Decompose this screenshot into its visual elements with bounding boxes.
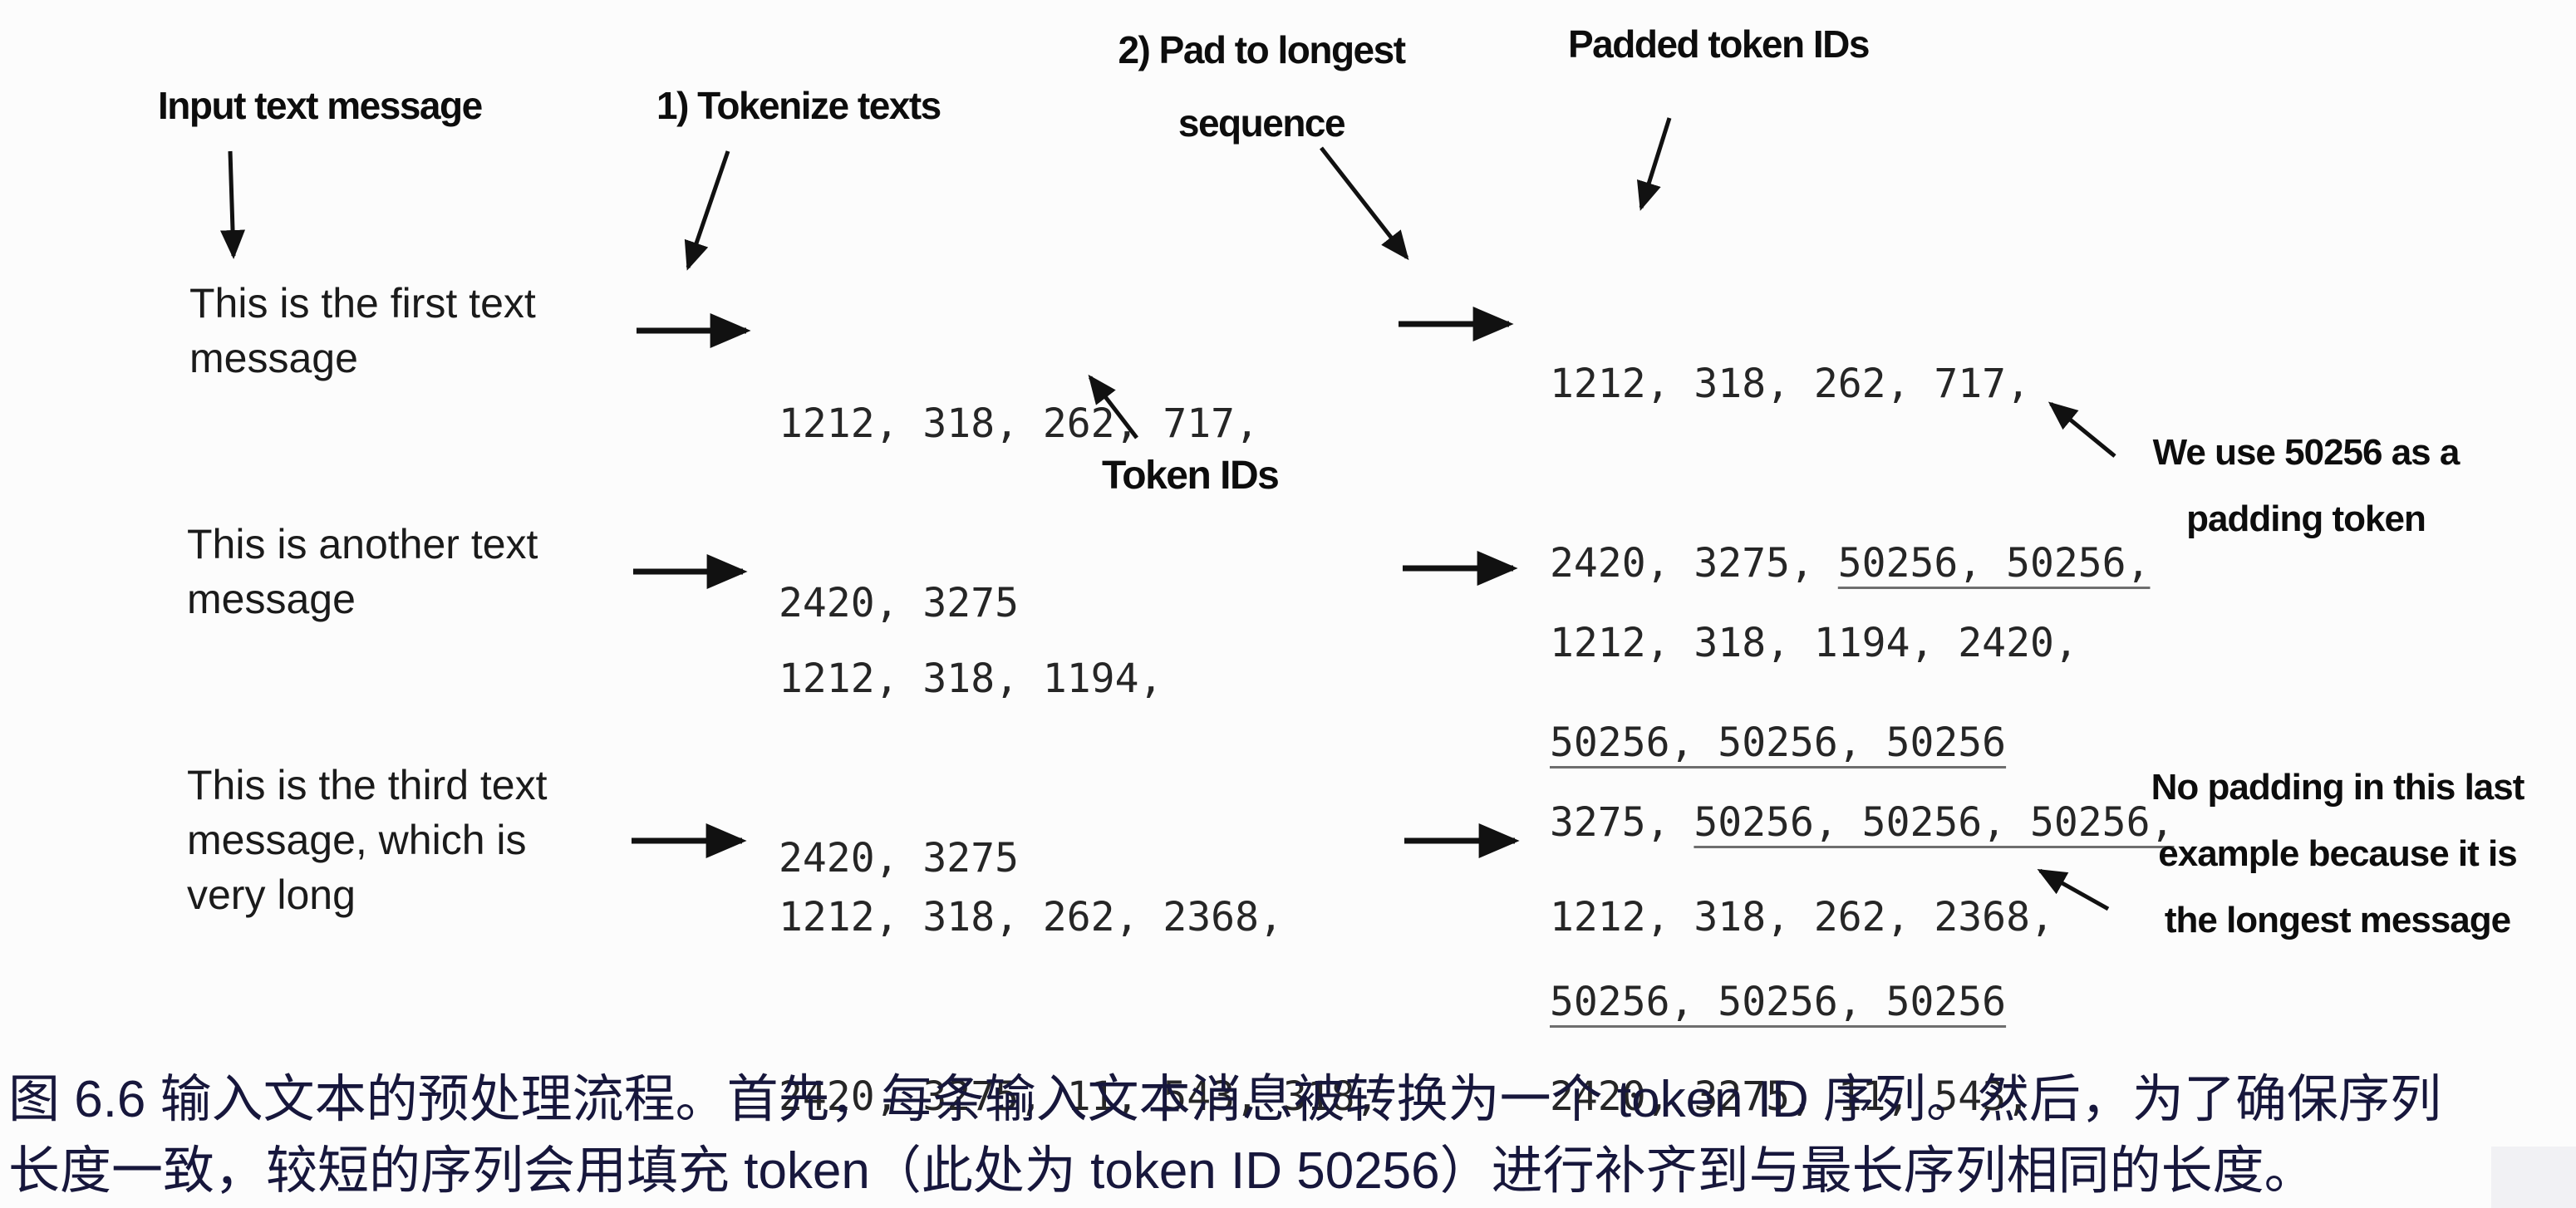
input-message-3-line1: This is the third text: [187, 762, 548, 808]
label-input-text-message: Input text message: [158, 84, 483, 127]
padded-3-l1-pre: 1212, 318, 262, 2368,: [1550, 894, 2054, 940]
input-message-2-line2: message: [187, 576, 356, 622]
padded-token-ids-2: 1212, 318, 1194, 2420, 3275, 50256, 5025…: [1550, 494, 2174, 1152]
token-ids-3-line2: 2420, 3275, 11, 543, 318,: [779, 1073, 1379, 1120]
token-ids-1: 1212, 318, 262, 717, 2420, 3275: [779, 274, 1259, 753]
note-no-padding-line3: the longest message: [2164, 900, 2511, 940]
corner-artifact: [2491, 1147, 2576, 1208]
token-ids-3: 1212, 318, 262, 2368, 2420, 3275, 11, 54…: [779, 768, 1379, 1208]
padded-token-ids-2-line2: 3275, 50256, 50256, 50256,: [1550, 793, 2174, 852]
note-padding-token-line1: We use 50256 as a: [2152, 432, 2460, 473]
input-message-3-line3: very long: [187, 872, 356, 918]
padded-token-ids-3-line2: 2420, 3275, 11, 543,: [1550, 1067, 2054, 1127]
label-padded-token-ids: Padded token IDs: [1568, 22, 1870, 66]
note-no-padding: No padding in this last example because …: [2126, 754, 2549, 954]
label-tokenize-texts: 1) Tokenize texts: [656, 84, 941, 127]
figure-caption-line1: 图 6.6 输入文本的预处理流程。首先，每条输入文本消息被转换为一个 token…: [8, 1071, 2441, 1128]
input-message-1-line1: This is the first text: [189, 280, 536, 327]
note-no-padding-line2: example because it is: [2158, 833, 2517, 874]
padded-2-l2-pre: 3275,: [1550, 799, 1694, 846]
note-padding-token: We use 50256 as a padding token: [2131, 420, 2480, 552]
token-ids-2-line2: 2420, 3275: [779, 835, 1019, 881]
token-ids-2: 1212, 318, 1194, 2420, 3275: [779, 529, 1163, 1008]
input-message-2-line1: This is another text: [187, 521, 538, 567]
note-no-padding-line1: No padding in this last: [2151, 767, 2525, 808]
figure-caption-line2: 长度一致，较短的序列会用填充 token（此处为 token ID 50256）…: [8, 1142, 2316, 1200]
input-message-3: This is the third text message, which is…: [187, 758, 548, 922]
padded-1-l2-pre: 2420, 3275,: [1550, 540, 1838, 587]
padded-token-ids-3-line1: 1212, 318, 262, 2368,: [1550, 887, 2054, 947]
padded-2-l2-pad: 50256, 50256, 50256,: [1694, 799, 2175, 846]
input-message-1-line2: message: [189, 335, 358, 381]
padded-2-l1-pre: 1212, 318, 1194, 2420,: [1550, 620, 2078, 666]
arrow-tokenize-label: [684, 150, 730, 271]
padded-3-l2-pre: 2420, 3275, 11, 543,: [1550, 1073, 2030, 1120]
padded-1-l3-pad: 50256, 50256, 50256: [1550, 719, 2007, 766]
input-message-3-line2: message, which is: [187, 817, 527, 863]
label-pad-to-longest: 2) Pad to longest sequence: [1095, 13, 1428, 160]
input-message-1: This is the first text message: [189, 276, 536, 385]
padded-token-ids-3: 1212, 318, 262, 2368, 2420, 3275, 11, 54…: [1550, 768, 2054, 1208]
token-ids-3-line1: 1212, 318, 262, 2368,: [779, 894, 1283, 940]
input-message-2: This is another text message: [187, 517, 538, 626]
padded-token-ids-2-line3: 50256, 50256, 50256: [1550, 972, 2174, 1032]
token-ids-1-line1: 1212, 318, 262, 717,: [779, 400, 1259, 447]
token-ids-1-line2: 2420, 3275: [779, 580, 1019, 626]
label-token-ids: Token IDs: [1102, 454, 1280, 498]
label-pad-to-longest-line2: sequence: [1177, 101, 1346, 145]
note-padding-token-line2: padding token: [2186, 498, 2426, 539]
arrow-input-label: [220, 150, 246, 259]
padded-token-ids-1-line1: 1212, 318, 262, 717,: [1550, 354, 2150, 414]
padded-token-ids-1: 1212, 318, 262, 717, 2420, 3275, 50256, …: [1550, 234, 2150, 892]
padded-token-ids-2-line1: 1212, 318, 1194, 2420,: [1550, 613, 2174, 673]
padded-1-l1-pre: 1212, 318, 262, 717,: [1550, 361, 2030, 407]
padded-token-ids-1-line2: 2420, 3275, 50256, 50256,: [1550, 533, 2150, 593]
arrow-padded-label: [1637, 117, 1672, 211]
token-ids-2-line1: 1212, 318, 1194,: [779, 656, 1163, 702]
label-pad-to-longest-line1: 2) Pad to longest: [1118, 28, 1406, 71]
padded-1-l2-pad: 50256, 50256,: [1837, 540, 2151, 587]
padded-2-l3-pad: 50256, 50256, 50256: [1550, 979, 2007, 1025]
padded-token-ids-1-line3: 50256, 50256, 50256: [1550, 713, 2150, 773]
arrow-pad-label: [1320, 146, 1409, 261]
